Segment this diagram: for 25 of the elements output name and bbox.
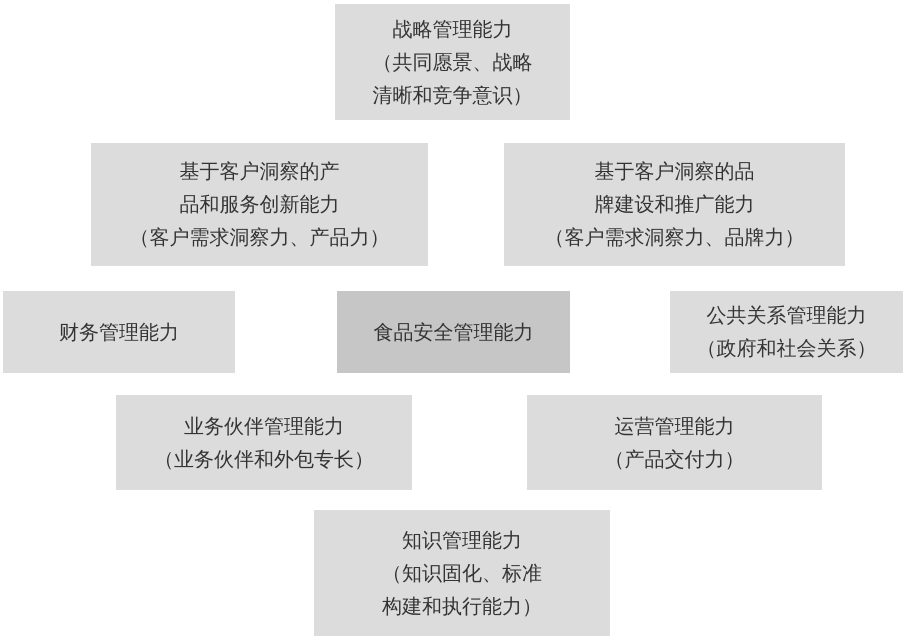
capability-title: 战略管理能力 [392, 16, 514, 42]
capability-box [91, 143, 428, 266]
capability-title: 基于客户洞察的品牌建设和推广能力 [594, 158, 756, 218]
capability-title: 运营管理能力 [614, 412, 736, 440]
capability-detail: （知识固化、标准构建和执行能力） [381, 560, 543, 620]
capability-box [670, 291, 903, 373]
capability-box [314, 510, 610, 636]
capability-detail: （业务伙伴和外包专长） [153, 446, 375, 472]
capability-detail: （政府和社会关系） [696, 335, 878, 362]
capability-detail: （客户需求洞察力、品牌力） [544, 224, 806, 251]
capability-title: 业务伙伴管理能力 [183, 412, 345, 440]
capability-title: 食品安全管理能力 [372, 318, 534, 346]
capability-title: 知识管理能力 [401, 526, 523, 554]
capability-box [3, 291, 235, 373]
capability-box [504, 143, 845, 266]
capability-detail: （产品交付力） [604, 446, 746, 472]
capability-title: 财务管理能力 [58, 318, 180, 346]
capability-box [337, 291, 570, 373]
capability-box [116, 395, 412, 490]
capability-box [335, 4, 570, 120]
capability-box [527, 395, 822, 490]
capability-title: 公共关系管理能力 [706, 302, 868, 329]
capability-detail: （客户需求洞察力、产品力） [128, 224, 390, 251]
capability-title: 基于客户洞察的产品和服务创新能力 [178, 158, 340, 218]
capability-detail: （共同愿景、战略清晰和竞争意识） [372, 48, 534, 108]
